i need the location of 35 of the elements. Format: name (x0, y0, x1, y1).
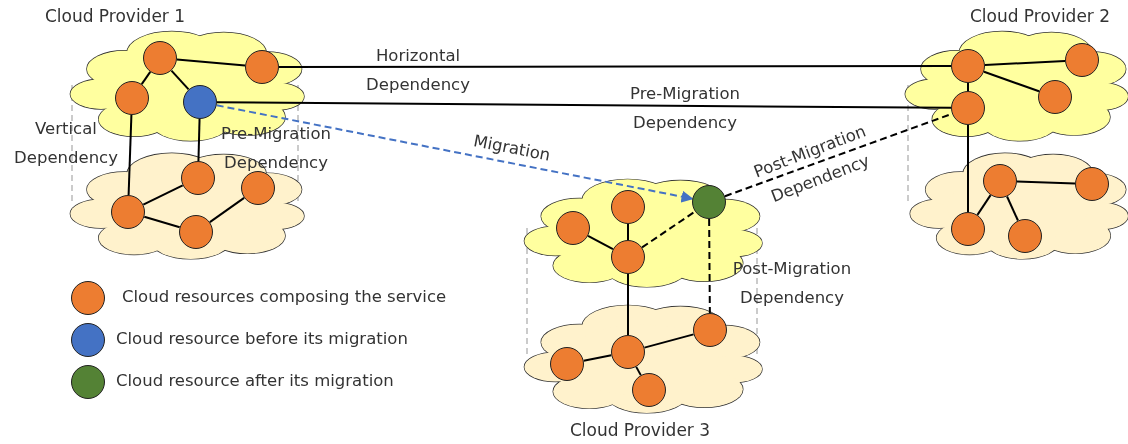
edge-label: Vertical Dependency (13, 118, 119, 169)
legend-label: Cloud resource before its migration (116, 329, 408, 348)
connector-line (643, 333, 695, 349)
connector-line (641, 210, 696, 249)
group-heading: Cloud Provider 1 (44, 6, 186, 26)
connector-line (1016, 180, 1076, 185)
connector-line (170, 69, 190, 91)
connector-line (1006, 195, 1019, 222)
connector-line (140, 70, 152, 86)
legend-label: Cloud resources composing the service (122, 287, 447, 306)
connector-line (127, 114, 133, 196)
arrow (215, 104, 694, 203)
connector-line (175, 58, 247, 67)
connector-line (587, 234, 614, 251)
connector-line (967, 82, 969, 92)
connector-line (627, 223, 629, 241)
connector-line (635, 365, 642, 377)
connector-line (208, 196, 246, 224)
edge-label: Migration (471, 130, 553, 167)
connector-line (627, 273, 629, 336)
connector-line (984, 59, 1066, 67)
group-heading: Cloud Provider 2 (969, 6, 1111, 26)
connector-line (143, 215, 181, 229)
connector-line (216, 101, 952, 109)
connector-line (142, 184, 184, 206)
connector-line (983, 70, 1040, 93)
connector-line (967, 124, 969, 213)
edge-label: Pre-Migration Dependency (629, 83, 741, 134)
connector-line (708, 218, 711, 314)
connector-line (976, 194, 992, 216)
edge-label: Horizontal Dependency (365, 45, 471, 96)
legend-label: Cloud resource after its migration (116, 371, 394, 390)
connector-line (582, 354, 613, 362)
connector-line (278, 65, 952, 68)
group-heading: Cloud Provider 3 (569, 420, 711, 440)
